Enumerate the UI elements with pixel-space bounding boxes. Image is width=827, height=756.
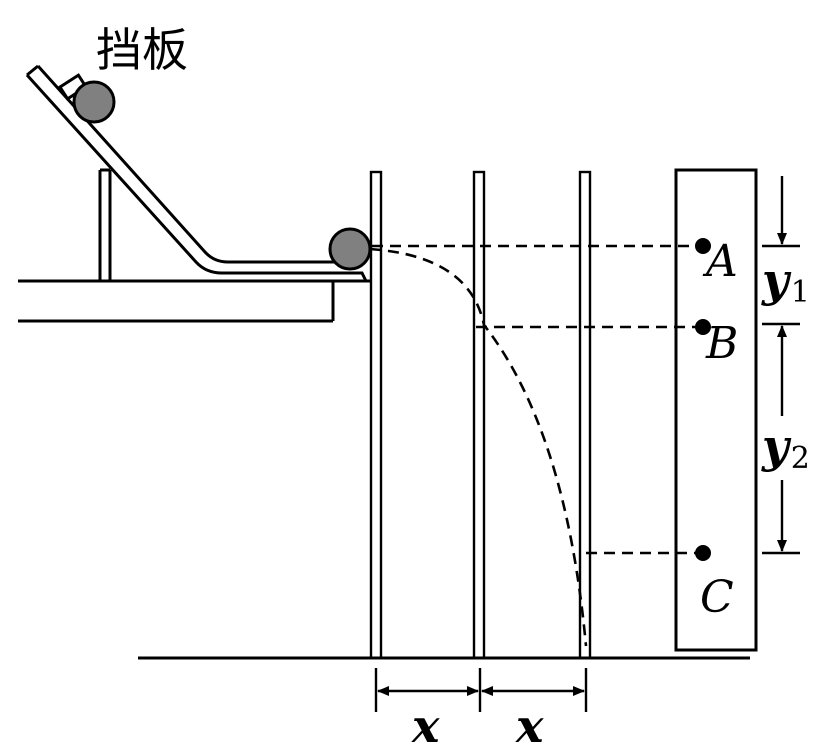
trajectory-curve — [369, 247, 588, 647]
point-a-dot — [695, 238, 711, 254]
point-c-label: C — [700, 572, 734, 623]
x-right-label: x — [515, 699, 544, 753]
point-b-label: B — [705, 318, 738, 369]
table — [18, 279, 370, 323]
ball-on-ramp — [72, 80, 116, 124]
baffle-label: 挡板 — [96, 23, 188, 77]
x-dimension — [374, 668, 588, 712]
ramp-support — [98, 168, 112, 281]
point-a-label: A — [702, 236, 738, 287]
recording-plate — [674, 168, 758, 652]
point-c-dot — [695, 545, 711, 561]
inclined-track — [25, 64, 368, 282]
x-left-label: x — [411, 699, 440, 753]
point-b-dot — [695, 319, 711, 335]
y1-label: y1 — [761, 253, 810, 310]
ball-at-launch — [328, 227, 372, 271]
y-dimension — [762, 176, 800, 555]
y2-label: y2 — [761, 419, 810, 476]
